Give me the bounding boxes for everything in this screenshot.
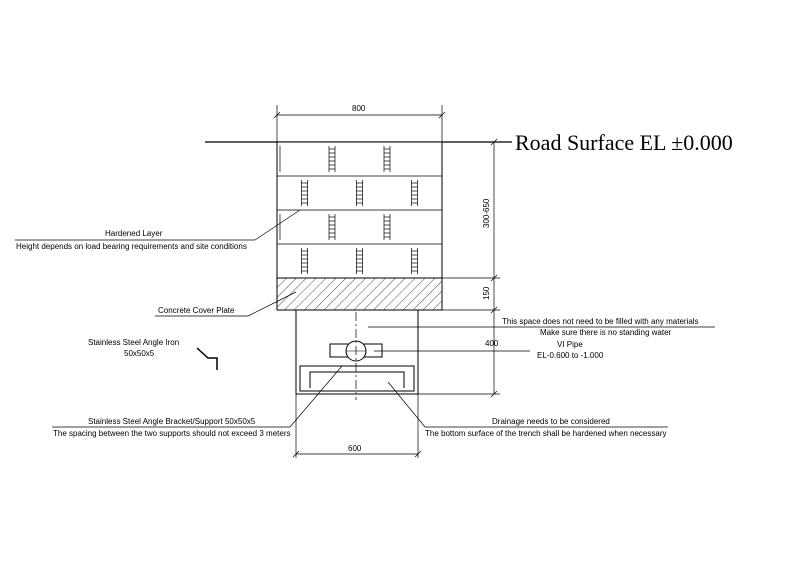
hardened-layer-note: Height depends on load bearing requireme… [16,242,247,251]
angle-iron-icon [196,347,218,370]
bracket-title: Stainless Steel Angle Bracket/Support 50… [88,417,256,426]
bottom-width-dimension [292,394,422,458]
space-note-1: This space does not need to be filled wi… [502,317,699,326]
road-surface-label: Road Surface EL ±0.000 [515,130,733,155]
vi-pipe-title: VI Pipe [557,340,583,349]
drainage-note: The bottom surface of the trench shall b… [425,429,666,438]
concrete-cover-plate [276,277,443,311]
bottom-width-value: 600 [348,444,362,453]
right-dimensions [418,138,500,398]
layer-height-value: 300-650 [482,198,491,228]
angle-iron-title: Stainless Steel Angle Iron [88,338,179,347]
leader-lines [15,209,715,428]
angle-iron-size: 50x50x5 [124,349,155,358]
trench-depth-value: 400 [485,339,499,348]
concrete-cover-label: Concrete Cover Plate [158,306,235,315]
hardened-layer [276,141,443,279]
cover-thickness-value: 150 [482,286,491,300]
hardened-layer-title: Hardened Layer [105,229,163,238]
top-width-dimension [273,105,446,142]
angle-bracket-support [299,365,415,392]
space-note-2: Make sure there is no standing water [540,328,672,337]
drainage-title: Drainage needs to be considered [492,417,610,426]
bracket-note: The spacing between the two supports sho… [53,429,290,438]
top-width-value: 800 [352,104,366,113]
vi-pipe-elevation: EL-0.600 to -1.000 [537,351,604,360]
